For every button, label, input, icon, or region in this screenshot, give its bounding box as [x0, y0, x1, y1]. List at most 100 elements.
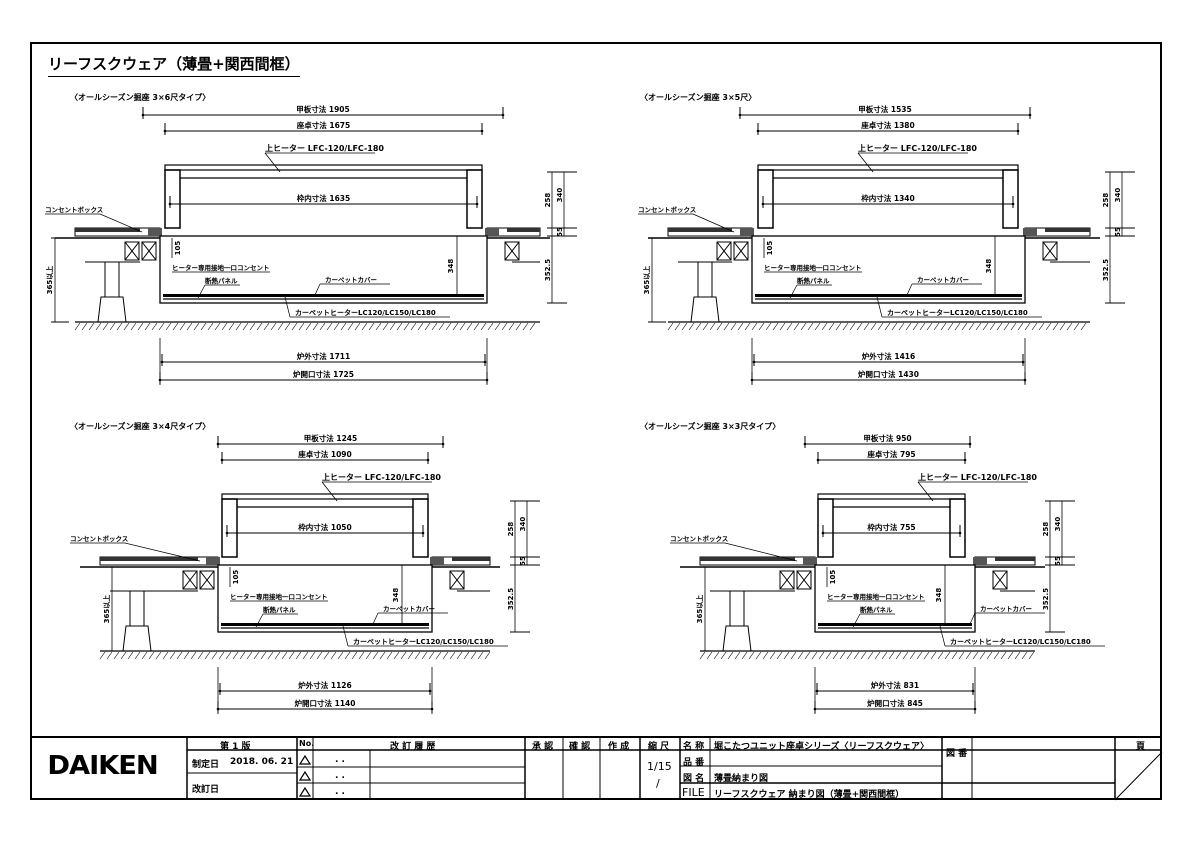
- table-dimension: 座卓寸法 1380: [860, 120, 915, 130]
- dim-tick: [738, 113, 742, 117]
- table-leg: [466, 169, 483, 229]
- ground-hatch: [926, 322, 933, 331]
- ground-hatch: [442, 651, 449, 660]
- ground-hatch: [529, 322, 536, 331]
- table-leg: [221, 498, 238, 558]
- ground-hatch: [797, 651, 804, 660]
- rev-date-1: . .: [335, 755, 345, 765]
- ground-hatch: [853, 651, 860, 660]
- ground-hatch: [947, 322, 954, 331]
- ground-hatch: [190, 651, 197, 660]
- ground-hatch: [113, 651, 120, 660]
- ground-hatch: [996, 322, 1003, 331]
- tatami-left: [700, 557, 795, 561]
- ground-hatch: [807, 322, 814, 331]
- ground-hatch: [319, 322, 326, 331]
- pit-outer-dimension: 炉外寸法 1126: [298, 680, 352, 690]
- ground-hatch: [916, 651, 923, 660]
- ground-hatch: [821, 322, 828, 331]
- floor-post: [729, 590, 745, 627]
- ground-hatch: [165, 322, 172, 331]
- dim-55: 55: [1114, 227, 1122, 237]
- carpet-heater: [163, 294, 484, 297]
- ground-hatch: [923, 651, 930, 660]
- line: [992, 570, 1008, 590]
- name-value: 堀こたつユニット座卓シリーズ〈リーフスクウェア〉: [714, 742, 930, 752]
- table-leg: [757, 169, 774, 229]
- dim-348: 348: [985, 259, 993, 274]
- ground-hatch: [874, 651, 881, 660]
- approve-header: 承 認: [532, 742, 554, 752]
- panel-title: 〈オールシーズン掘座 3×5尺〉: [640, 92, 756, 102]
- ground-hatch: [909, 651, 916, 660]
- ground-hatch: [501, 322, 508, 331]
- dim-tick: [441, 442, 445, 446]
- page-label: 頁: [1136, 742, 1146, 752]
- ground-hatch: [218, 651, 225, 660]
- file-value: リーフスクウェア 納まり図（薄畳+関西間框）: [714, 790, 905, 800]
- pit-opening-dimension: 炉開口寸法 1430: [858, 369, 919, 379]
- dim-tick: [803, 442, 807, 446]
- ground-hatch: [769, 651, 776, 660]
- ground-hatch: [846, 651, 853, 660]
- dim-tick: [163, 129, 167, 133]
- dim-tick: [971, 689, 975, 693]
- line: [321, 481, 338, 502]
- frame-right: [430, 557, 444, 565]
- ground-hatch: [176, 651, 183, 660]
- dim-105: 105: [232, 570, 240, 585]
- ground-hatch: [323, 651, 330, 660]
- dim-340: 340: [1114, 188, 1122, 203]
- line: [1042, 241, 1058, 261]
- carpet-cover-label: カーペットカバー: [325, 276, 377, 284]
- outlet-label: ヒーター専用接地一口コンセント: [764, 263, 862, 272]
- ground-hatch: [1031, 322, 1038, 331]
- ground-hatch: [940, 322, 947, 331]
- ground-hatch: [849, 322, 856, 331]
- ground-hatch: [477, 651, 484, 660]
- check-header: 確 認: [569, 742, 591, 752]
- tatami-right: [507, 228, 540, 232]
- dim-tick: [761, 202, 765, 206]
- ground-hatch: [1010, 322, 1017, 331]
- line: [857, 152, 874, 173]
- pit-opening-dimension: 炉開口寸法 845: [867, 698, 923, 708]
- ground-hatch: [249, 322, 256, 331]
- ground-hatch: [902, 651, 909, 660]
- line: [504, 241, 520, 261]
- post-base: [722, 625, 752, 652]
- ground-hatch: [473, 322, 480, 331]
- dim-tick: [426, 458, 430, 462]
- scale-value-2: /: [656, 777, 660, 790]
- inner-frame-dimension: 枠内寸法 1635: [296, 193, 351, 203]
- ground-hatch: [954, 322, 961, 331]
- ground-hatch: [340, 322, 347, 331]
- ground-hatch: [148, 651, 155, 660]
- dim-tick: [168, 202, 172, 206]
- line: [124, 241, 140, 261]
- table-leg: [412, 498, 429, 558]
- dim-tick: [821, 531, 825, 535]
- ground-hatch: [410, 322, 417, 331]
- dim-tick: [973, 707, 977, 711]
- ground-hatch: [1007, 651, 1014, 660]
- line: [906, 283, 913, 296]
- ground-hatch: [305, 322, 312, 331]
- table-dimension: 座卓寸法 1675: [296, 120, 351, 130]
- ground-hatch: [716, 322, 723, 331]
- ground-hatch: [1014, 651, 1021, 660]
- ground-hatch: [986, 651, 993, 660]
- ground-hatch: [379, 651, 386, 660]
- line: [342, 625, 349, 647]
- table-leg: [817, 498, 834, 558]
- ground-hatch: [368, 322, 375, 331]
- ground-hatch: [396, 322, 403, 331]
- ground-hatch: [727, 651, 734, 660]
- dim-tick: [1016, 129, 1020, 133]
- floor-post: [129, 590, 145, 627]
- ground-hatch: [333, 322, 340, 331]
- ground-hatch: [1073, 322, 1080, 331]
- ground-hatch: [1066, 322, 1073, 331]
- ground-hatch: [204, 651, 211, 660]
